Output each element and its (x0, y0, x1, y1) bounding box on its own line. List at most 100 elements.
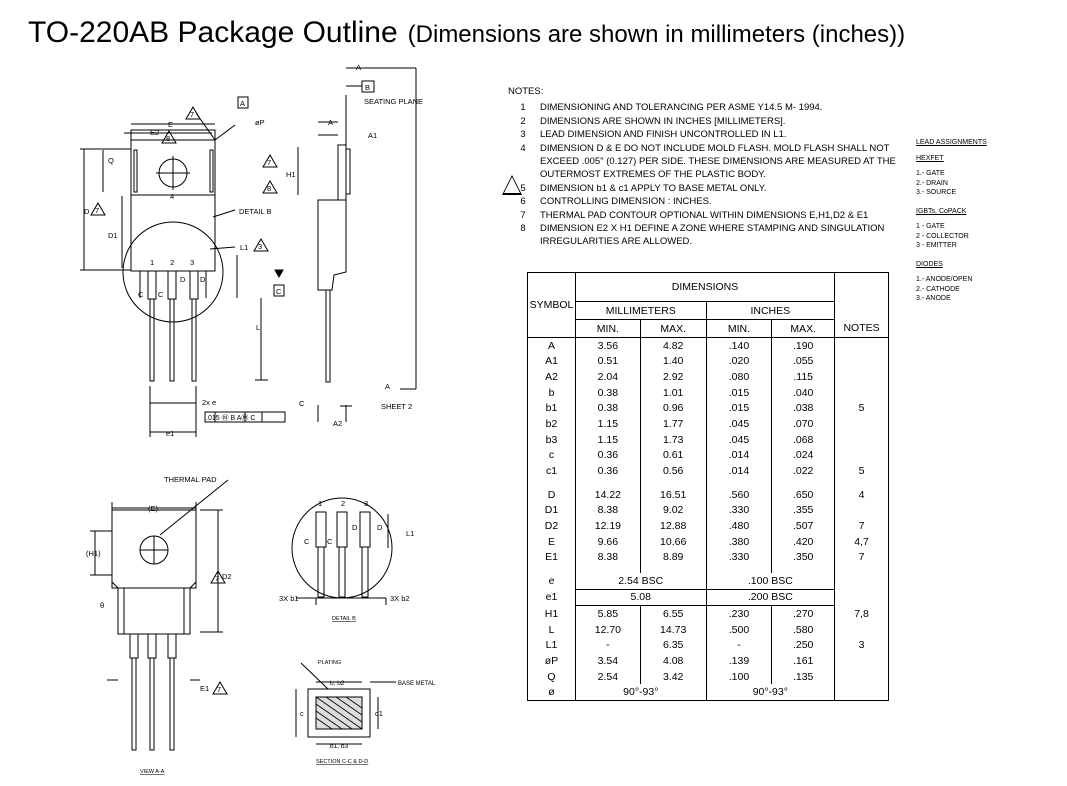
table-cell: .115 (771, 369, 836, 385)
table-cell: .045 (705, 416, 773, 432)
table-cell (834, 431, 889, 448)
table-cell: 1.15 (574, 416, 641, 432)
table-cell: b2 (527, 416, 576, 432)
tolerance-frame: .015 Ⓜ B AⓂ C (206, 414, 255, 422)
table-cell: .650 (771, 486, 836, 503)
note-number: 3 (520, 129, 526, 141)
dim-h1-label: H1 (286, 170, 296, 179)
lead-item: 1.- ANODE/OPEN (916, 276, 973, 283)
table-cell: 3.54 (574, 653, 641, 669)
note-number: 7 (520, 209, 526, 221)
lead-item: 2.- CATHODE (916, 285, 960, 293)
table-cell: .020 (705, 353, 773, 370)
table-cell (834, 589, 889, 606)
front-view (80, 96, 286, 437)
lead-item: 2 - COLLECTOR (916, 232, 969, 240)
table-cell: 14.22 (574, 486, 641, 503)
table-cell (834, 369, 889, 385)
table-cell: .330 (705, 549, 773, 565)
note-number: 8 (520, 223, 526, 235)
detail-b-label: DETAIL B (239, 207, 272, 216)
table-spacer-row (527, 564, 889, 573)
table-cell (834, 621, 889, 638)
dimensions-header: DIMENSIONS (574, 272, 836, 302)
table-cell: 14.73 (639, 621, 707, 638)
note-number: 5 (520, 182, 526, 194)
note-text: DIMENSION D & E DO NOT INCLUDE MOLD FLAS… (540, 142, 896, 181)
table-cell: .080 (705, 369, 773, 385)
dim-c-section-label: c (300, 709, 304, 718)
c-marker-2-label: C (158, 290, 164, 299)
note-text: LEAD DIMENSION AND FINISH UNCONTROLLED I… (540, 129, 787, 141)
title-main: TO-220AB Package Outline (28, 16, 398, 49)
lead-assignments: LEAD ASSIGNMENTS HEXFET 1.- GATE 2.- DRA… (916, 138, 1036, 313)
table-cell: 7,8 (834, 605, 889, 622)
table-cell: .055 (771, 353, 836, 370)
table-cell: .480 (705, 518, 773, 534)
table-cell: 2.54 BSC (574, 572, 707, 590)
lead-group-diodes: DIODES 1.- ANODE/OPEN 2.- CATHODE 3.- AN… (916, 260, 1036, 304)
note-text: DIMENSION b1 & c1 APPLY TO BASE METAL ON… (540, 182, 767, 194)
in-min-header: MIN. (705, 319, 773, 338)
flag-7c: 7 (95, 206, 99, 215)
two-x-e-label: 2x e (202, 398, 216, 407)
lead-group-hexfet: HEXFET 1.- GATE 2.- DRAIN 3.- SOURCE (916, 154, 1036, 198)
table-cell: 8.38 (574, 502, 641, 519)
table-spacer-cell (705, 564, 773, 573)
table-spacer-cell (527, 564, 576, 573)
mm-min-header: MIN. (574, 319, 641, 338)
table-cell: 0.51 (574, 353, 641, 370)
table-cell: 0.56 (639, 463, 707, 479)
millimeters-header: MILLIMETERS (574, 301, 707, 320)
lead-group-igbt: IGBTs, CoPACK 1 - GATE 2 - COLLECTOR 3 -… (916, 207, 1036, 251)
dim-p-label: øP (255, 118, 265, 127)
table-cell: 5.85 (574, 605, 641, 622)
table-cell: b (527, 384, 576, 401)
dim-l-label: L (256, 323, 260, 332)
table-cell: 9.66 (574, 533, 641, 550)
table-cell: E (527, 533, 576, 550)
table-cell: E1 (527, 549, 576, 565)
note-number: 2 (520, 115, 526, 127)
table-cell: .015 (705, 384, 773, 401)
detail-c-marker-2: C (327, 537, 333, 546)
table-cell: A2 (527, 369, 576, 385)
table-cell: 3 (834, 637, 889, 654)
mm-max-header: MAX. (639, 319, 707, 338)
section-view (295, 662, 396, 745)
flag-8a: 8 (166, 134, 170, 143)
note-text: DIMENSION E2 X H1 DEFINE A ZONE WHERE ST… (540, 223, 885, 248)
table-cell: .270 (771, 605, 836, 622)
table-cell: b1 (527, 400, 576, 417)
table-cell: .068 (771, 431, 836, 448)
table-cell: 1.40 (639, 353, 707, 370)
title-subtitle: (Dimensions are shown in millimeters (in… (407, 21, 906, 48)
table-cell: A1 (527, 353, 576, 370)
table-cell: - (705, 637, 773, 654)
table-spacer-cell (771, 478, 836, 487)
detail-l1-label: L1 (406, 529, 414, 538)
table-cell: .355 (771, 502, 836, 519)
table-cell: .350 (771, 549, 836, 565)
dim-a2-label: A2 (333, 419, 342, 428)
table-cell: 2.54 (574, 668, 641, 685)
note-item: 8 DIMENSION E2 X H1 DEFINE A ZONE WHERE S… (508, 222, 908, 249)
table-cell (834, 572, 889, 590)
table-cell: 16.51 (639, 486, 707, 503)
table-cell (834, 684, 889, 702)
table-cell: 4.82 (639, 337, 707, 354)
table-cell: D (527, 486, 576, 503)
table-cell: 10.66 (639, 533, 707, 550)
note-number: 4 (520, 142, 526, 154)
